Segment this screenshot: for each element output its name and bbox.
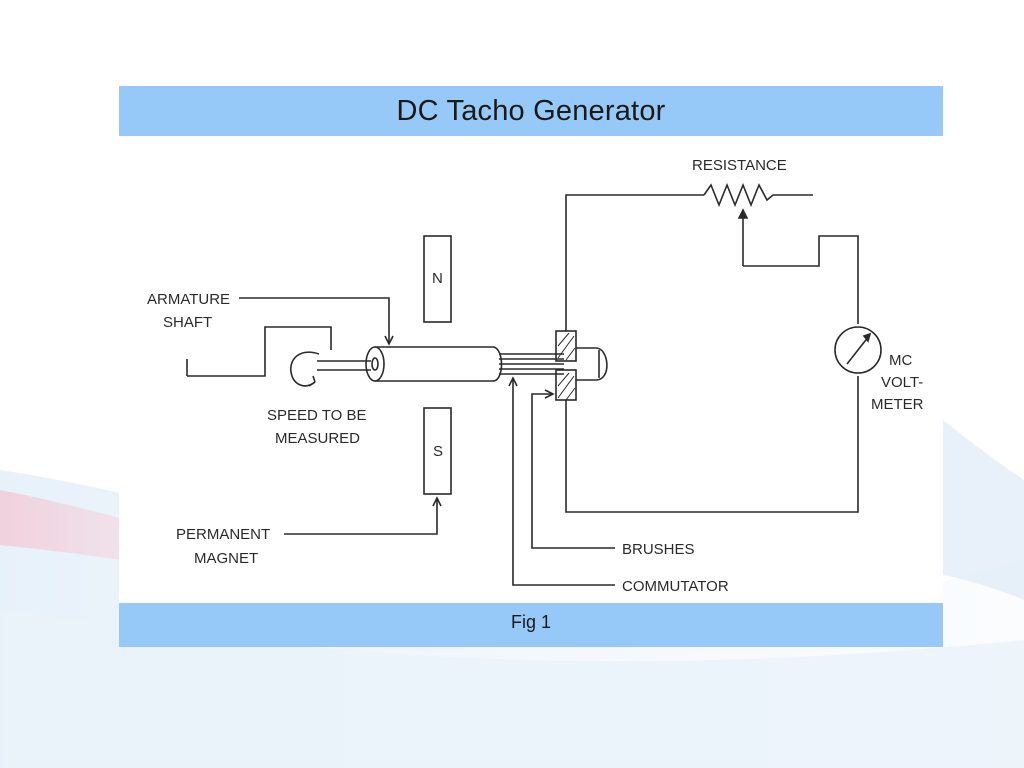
resistance-label: RESISTANCE — [692, 157, 787, 174]
south-pole-label: S — [433, 443, 443, 460]
shaft-bracket — [186, 326, 332, 377]
voltmeter-dial-icon — [834, 326, 882, 374]
south-pole-magnet — [423, 407, 452, 495]
rotation-arrow-icon — [290, 351, 320, 387]
north-pole-magnet — [423, 235, 452, 323]
title-bar: DC Tacho Generator — [119, 86, 943, 136]
voltmeter-label-line1: MC — [889, 352, 912, 369]
caption-bar: Fig 1 — [119, 603, 943, 647]
resistance-zigzag-icon — [703, 182, 813, 208]
brushes-label: BRUSHES — [622, 541, 695, 558]
voltmeter-label-line2: VOLT- — [881, 374, 923, 391]
magnet-leader — [284, 498, 438, 535]
figure-caption: Fig 1 — [510, 611, 552, 632]
page-title: DC Tacho Generator — [396, 94, 666, 127]
armature-leader — [239, 297, 390, 344]
armature-label-line2: SHAFT — [163, 314, 212, 331]
north-pole-label: N — [432, 270, 443, 287]
shaft-end-cap — [576, 347, 608, 381]
circuit-wire-top — [565, 194, 704, 331]
slide-panel: DC Tacho Generator — [119, 86, 943, 647]
speed-label-line2: MEASURED — [275, 430, 360, 447]
circuit-wire-bottom — [565, 376, 859, 513]
tacho-generator-diagram: RESISTANCE ARMATURE SHAFT N S SPEED TO B… — [147, 157, 924, 595]
voltmeter-label-line3: METER — [871, 396, 924, 413]
armature-label-line1: ARMATURE — [147, 291, 230, 308]
magnet-label-line1: PERMANENT — [176, 526, 270, 543]
brushes-leader — [531, 393, 615, 549]
commutator-leader — [512, 378, 615, 586]
armature-cylinder — [375, 346, 503, 382]
speed-label-line1: SPEED TO BE — [267, 407, 367, 424]
commutator-label: COMMUTATOR — [622, 578, 729, 595]
magnet-label-line2: MAGNET — [194, 550, 258, 567]
